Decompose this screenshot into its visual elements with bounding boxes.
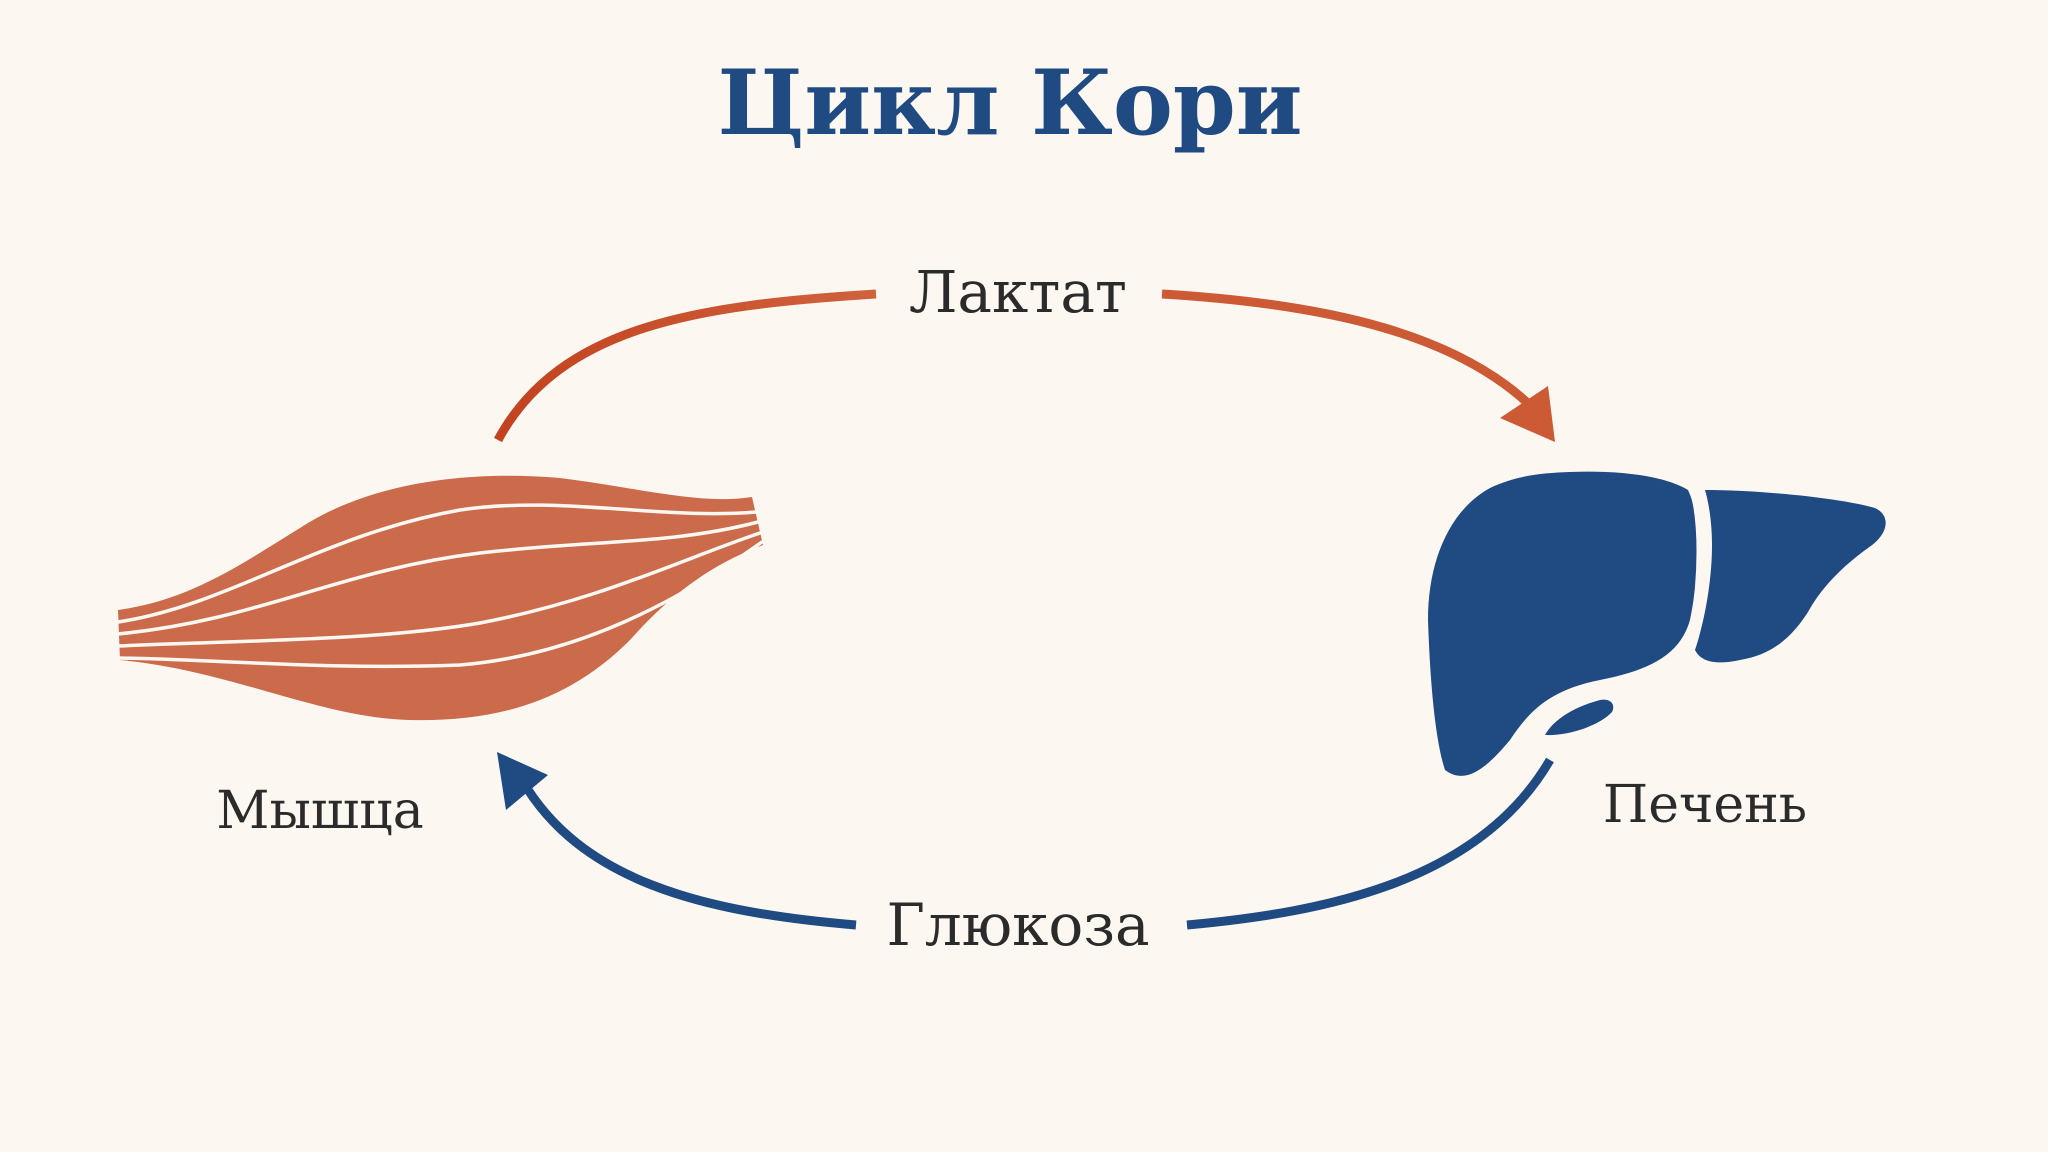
liver-icon <box>1428 471 1886 776</box>
lactate-arrow-left-segment <box>494 289 877 443</box>
diagram-title: Цикл Кори <box>717 50 1302 156</box>
liver-lobe-divider <box>1609 484 1701 684</box>
muscle-body <box>118 475 763 721</box>
liver-gallbladder <box>1545 699 1614 736</box>
lactate-arrow <box>494 289 1555 443</box>
liver-right-lobe <box>1428 471 1698 776</box>
muscle-label: Мышца <box>216 781 423 841</box>
liver-label: Печень <box>1603 775 1807 835</box>
glucose-arrow-left-segment <box>518 777 857 930</box>
lactate-arrowhead-icon <box>1500 386 1555 442</box>
liver-left-lobe <box>1695 490 1886 663</box>
muscle-icon <box>116 475 764 721</box>
glucose-label: Глюкоза <box>886 891 1149 959</box>
glucose-arrowhead-icon <box>497 752 548 810</box>
lactate-label: Лактат <box>909 258 1127 326</box>
lactate-arrow-right-segment <box>1161 289 1539 414</box>
glucose-arrow <box>497 752 1554 930</box>
glucose-arrow-right-segment <box>1186 757 1554 930</box>
